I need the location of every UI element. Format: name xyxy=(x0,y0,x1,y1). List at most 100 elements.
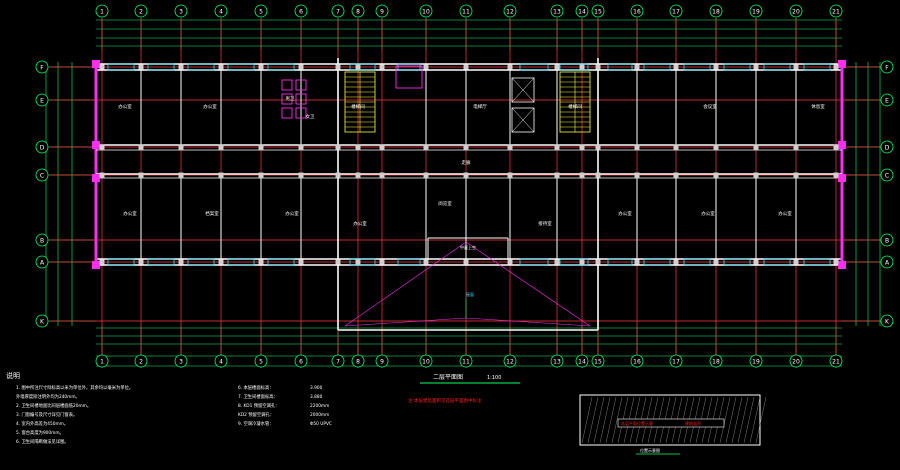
window-north-1 xyxy=(147,63,175,71)
grid-bubble-right-label: E xyxy=(885,98,889,105)
room-label-r4: 女卫 xyxy=(306,113,315,120)
column xyxy=(713,144,719,150)
grid-bubble-bottom-4 xyxy=(214,354,228,368)
column xyxy=(99,64,105,70)
grid-bubble-top-8 xyxy=(351,4,365,18)
grid-bubble-right-label: B xyxy=(885,238,889,245)
grid-bubble-bottom-16 xyxy=(630,354,644,368)
grid-bubble-top-label: 11 xyxy=(462,9,470,16)
column-magenta xyxy=(92,174,100,182)
grid-bubble-right-2 xyxy=(880,140,894,154)
note-left-line: 4. 室内外高差为450mm。 xyxy=(16,420,68,427)
window-south-2 xyxy=(187,258,215,266)
grid-bubble-bottom-15 xyxy=(591,354,605,368)
column xyxy=(463,172,469,178)
window-south-5 xyxy=(349,258,376,266)
column xyxy=(595,259,601,265)
grid-bubble-top-label: 2 xyxy=(139,9,143,16)
grid-bubble-bottom-13 xyxy=(550,354,564,368)
window-north-6 xyxy=(397,63,421,71)
column xyxy=(423,64,429,70)
window-south-1 xyxy=(147,258,175,266)
grid-bubble-top-label: 9 xyxy=(380,9,384,16)
grid-bubble-bottom-label: 13 xyxy=(553,359,561,366)
hatch-line xyxy=(731,396,743,444)
grid-bubble-top-label: 6 xyxy=(299,9,303,16)
grid-bubble-right-3 xyxy=(880,168,894,182)
grid-bubble-top-label: 21 xyxy=(832,9,840,16)
column xyxy=(673,144,679,150)
hatch-line xyxy=(725,396,737,444)
roof-ridge-e xyxy=(465,241,591,327)
column xyxy=(298,144,304,150)
plan-scale: 1:100 xyxy=(487,375,501,381)
grid-bubble-top-label: 4 xyxy=(219,9,223,16)
grid-bubble-bottom-19 xyxy=(749,354,763,368)
column xyxy=(833,259,839,265)
column xyxy=(218,64,224,70)
grid-bubble-top-12 xyxy=(503,4,517,18)
grid-bubble-bottom-label: 16 xyxy=(633,359,641,366)
key-plan: 本层平面位置示意 建筑面积 位置示意图 xyxy=(579,394,767,455)
column xyxy=(298,172,304,178)
window-north-10 xyxy=(643,63,671,71)
column xyxy=(258,64,264,70)
grid-bubble-top-3 xyxy=(174,4,188,18)
grid-bubble-top-label: 1 xyxy=(100,9,104,16)
grid-bubble-bottom-label: 3 xyxy=(179,359,183,366)
roof-label: 屋面 xyxy=(466,291,474,297)
grid-bubble-bottom-9 xyxy=(375,354,389,368)
column xyxy=(99,259,105,265)
room-label-r3: 男卫 xyxy=(286,96,295,102)
grid-bubble-top-13 xyxy=(550,4,564,18)
column xyxy=(178,144,184,150)
grid-bubble-left-3 xyxy=(35,168,49,182)
elevator-x2 xyxy=(511,77,535,103)
note-mid-line: 9. 空调冷凝水管： xyxy=(238,420,274,427)
column xyxy=(335,172,341,178)
window-north-12 xyxy=(723,63,751,71)
grid-bubble-right-label: D xyxy=(885,145,890,152)
grid-bubble-bottom-2 xyxy=(134,354,148,368)
column xyxy=(138,259,144,265)
grid-bubble-top-label: 5 xyxy=(259,9,263,16)
corridor-label: 走廊 xyxy=(462,159,471,166)
window-south-8 xyxy=(559,258,589,266)
column xyxy=(178,172,184,178)
column xyxy=(423,172,429,178)
room-label-r12: 办公室 xyxy=(353,220,367,227)
grid-bubble-top-label: 7 xyxy=(336,9,340,16)
column xyxy=(753,259,759,265)
column xyxy=(258,259,264,265)
grid-bubble-top-5 xyxy=(254,4,268,18)
grid-bubble-bottom-5 xyxy=(254,354,268,368)
grid-bubble-top-label: 3 xyxy=(179,9,183,16)
hatch-line xyxy=(581,396,593,444)
grid-bubble-top-label: 15 xyxy=(594,9,602,16)
elevator-0 xyxy=(511,77,535,103)
column xyxy=(793,172,799,178)
hatch-line xyxy=(749,396,761,444)
column xyxy=(833,144,839,150)
note-mid-line: 7. 卫生间楼面标高： xyxy=(238,393,278,400)
column-magenta xyxy=(838,174,846,182)
window-north-7 xyxy=(519,63,549,71)
elevator-1 xyxy=(511,107,535,133)
column xyxy=(579,64,585,70)
window-north-9 xyxy=(607,63,633,71)
window-south-0 xyxy=(107,258,135,266)
window-north-4 xyxy=(267,63,295,71)
grid-bubble-left-0 xyxy=(35,60,49,74)
column xyxy=(355,64,361,70)
note-mid-value: Φ50 UPVC xyxy=(310,421,332,427)
elevator-x2 xyxy=(511,107,535,133)
column xyxy=(554,172,560,178)
grid-bubble-bottom-1 xyxy=(95,354,109,368)
column xyxy=(138,172,144,178)
column-magenta xyxy=(92,261,100,269)
grid-bubble-bottom-label: 15 xyxy=(594,359,602,366)
column xyxy=(673,259,679,265)
column xyxy=(178,259,184,265)
key-plan-note: 建筑面积 xyxy=(685,420,701,426)
grid-bubble-top-6 xyxy=(294,4,308,18)
